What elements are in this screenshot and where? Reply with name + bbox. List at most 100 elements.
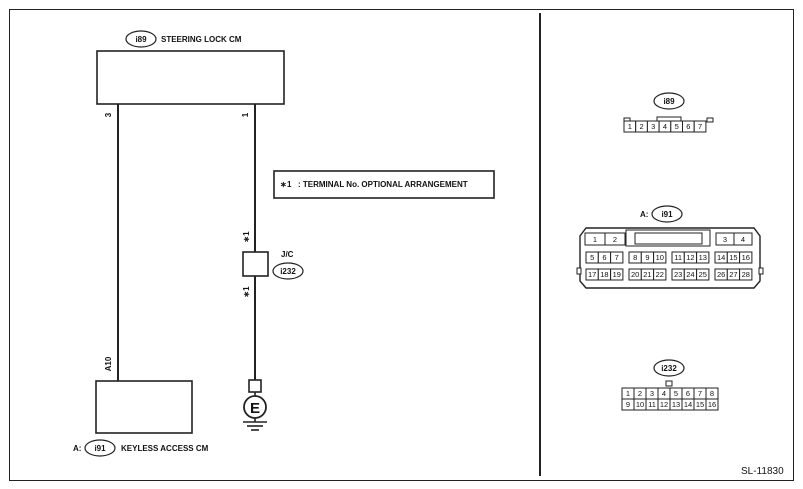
i91-pin-11-num: 11	[674, 253, 682, 262]
i91-key-slot-inner	[634, 232, 703, 245]
connector-tag-i91-text: i91	[94, 444, 106, 453]
i91-pin-1-num: 1	[593, 235, 597, 244]
i232-pin-6-num: 6	[686, 389, 690, 398]
i91-pin-12-num: 12	[686, 253, 694, 262]
i232-pin-5-num: 5	[674, 389, 678, 398]
i89-pin-7-cell	[693, 120, 707, 133]
i91-pin-18-num: 18	[600, 270, 608, 279]
i91-pin-10-cell	[653, 251, 667, 264]
connector-tag-i91	[84, 439, 116, 457]
face-tag-i89-text: i89	[663, 97, 675, 106]
i91-pin-4-cell	[733, 232, 753, 246]
i91-pin-9-num: 9	[645, 253, 649, 262]
note-asterisk: ∗	[280, 180, 287, 189]
connector-tag-i232-text: i232	[280, 267, 296, 276]
i91-latch-right	[758, 267, 764, 275]
diagram-id: SL-11830	[741, 466, 784, 477]
i91-pin-6-num: 6	[602, 253, 606, 262]
i232-pin-11-num: 11	[648, 400, 656, 409]
i91-pin-15-num: 15	[729, 253, 737, 262]
i91-pin-4-num: 4	[741, 235, 745, 244]
note-text: : TERMINAL No. OPTIONAL ARRANGEMENT	[298, 180, 468, 189]
keyless-prefix: A:	[73, 444, 81, 453]
jc-mark-bottom-num: 1	[242, 286, 251, 291]
i89-pin-5-num: 5	[675, 122, 679, 131]
i91-pin-8-num: 8	[633, 253, 637, 262]
keyless-label: KEYLESS ACCESS CM	[121, 444, 209, 453]
i91-pin-25-num: 25	[699, 270, 707, 279]
i91-pin-7-num: 7	[615, 253, 619, 262]
i91-pin-27-num: 27	[729, 270, 737, 279]
diagram-frame	[9, 9, 794, 481]
i89-pin-4-num: 4	[663, 122, 667, 131]
i89-pin-6-num: 6	[686, 122, 690, 131]
i232-tab	[665, 380, 673, 387]
i91-pin-16-num: 16	[742, 253, 750, 262]
i232-pin-4-num: 4	[662, 389, 666, 398]
i232-pin-14-num: 14	[684, 400, 692, 409]
i91-pin-28-num: 28	[742, 270, 750, 279]
i91-pin-3-num: 3	[723, 235, 727, 244]
i232-pin-8-num: 8	[710, 389, 714, 398]
i91-pin-19-num: 19	[613, 270, 621, 279]
i91-pin-16-cell	[739, 251, 753, 264]
connector-tag-i89	[125, 30, 157, 48]
ground-symbol: E	[250, 400, 260, 417]
i91-pin-2-num: 2	[613, 235, 617, 244]
i91-pin-13-num: 13	[699, 253, 707, 262]
i91-pin-25-cell	[696, 268, 710, 281]
i91-pin-23-num: 23	[674, 270, 682, 279]
i89-pin-3-num: 3	[651, 122, 655, 131]
i91-pin-28-cell	[739, 268, 753, 281]
face-tag-i232	[653, 359, 685, 377]
i232-pin-7-num: 7	[698, 389, 702, 398]
i91-pin-21-num: 21	[643, 270, 651, 279]
i91-pin-19-cell	[610, 268, 624, 281]
i91-pin-26-num: 26	[717, 270, 725, 279]
i232-pin-16-num: 16	[708, 400, 716, 409]
face-tag-i232-text: i232	[661, 364, 677, 373]
pin-label-1: 1	[241, 112, 250, 117]
face-i91-prefix: A:	[640, 210, 648, 219]
i91-pin-2-cell	[604, 232, 626, 246]
i91-latch-left	[576, 267, 582, 275]
i91-pin-13-cell	[696, 251, 710, 264]
i232-pin-10-num: 10	[636, 400, 644, 409]
i91-pin-17-num: 17	[588, 270, 596, 279]
face-tag-i91	[651, 205, 683, 223]
i91-pin-22-num: 22	[656, 270, 664, 279]
jc-mark-bottom: ∗1	[242, 286, 251, 298]
connector-tag-i232	[272, 262, 304, 280]
i232-pin-2-num: 2	[638, 389, 642, 398]
i232-pin-9-num: 9	[626, 400, 630, 409]
connector-tag-i89-text: i89	[135, 35, 147, 44]
jc-mark-top: ∗1	[242, 231, 251, 243]
steering-lock-label: STEERING LOCK CM	[161, 35, 242, 44]
i89-tab-right	[706, 117, 714, 123]
i232-pin-13-num: 13	[672, 400, 680, 409]
note-mark: 1	[287, 180, 292, 189]
i91-pin-20-num: 20	[631, 270, 639, 279]
i91-pin-7-cell	[610, 251, 624, 264]
joint-connector-box	[242, 251, 269, 277]
i89-pin-2-num: 2	[639, 122, 643, 131]
pin-label-3: 3	[104, 112, 113, 117]
i232-pin-12-num: 12	[660, 400, 668, 409]
i232-pin-1-num: 1	[626, 389, 630, 398]
i89-pin-7-num: 7	[698, 122, 702, 131]
pin-label-a10: A10	[104, 356, 113, 371]
i89-pin-1-num: 1	[628, 122, 632, 131]
i91-pin-22-cell	[653, 268, 667, 281]
i232-pin-16-cell	[705, 398, 719, 411]
jc-label: J/C	[281, 250, 294, 259]
i91-pin-24-num: 24	[686, 270, 694, 279]
keyless-access-cm-box	[95, 380, 193, 434]
i91-pin-10-num: 10	[656, 253, 664, 262]
jc-mark-top-num: 1	[242, 231, 251, 236]
i232-pin-15-num: 15	[696, 400, 704, 409]
steering-lock-cm-box	[96, 50, 285, 105]
ground-terminal	[248, 379, 262, 393]
